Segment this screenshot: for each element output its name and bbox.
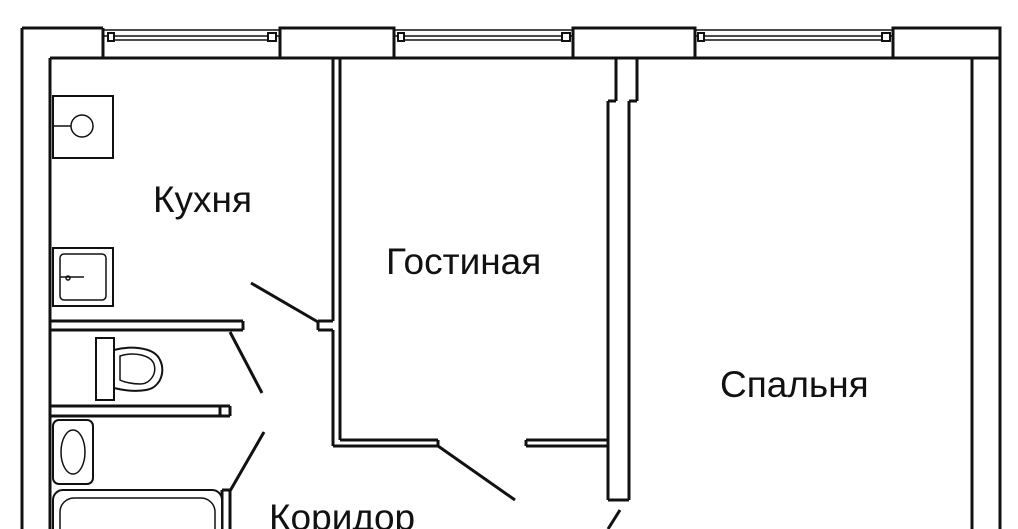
room-label-corridor: Коридор	[269, 497, 415, 529]
wall-piers	[101, 26, 1002, 60]
kitchen-sink-icon	[52, 247, 114, 307]
window-bedroom	[695, 29, 893, 42]
door-living-room	[437, 444, 516, 502]
door-bedroom	[606, 509, 622, 529]
window-kitchen	[103, 29, 280, 42]
room-label-kitchen: Кухня	[153, 179, 252, 220]
door-bathroom	[228, 431, 266, 492]
doors	[228, 281, 622, 529]
interior-walls	[50, 58, 639, 529]
washbasin-icon	[52, 419, 94, 485]
stove-icon	[52, 95, 114, 159]
room-label-living-room: Гостиная	[386, 241, 541, 282]
door-kitchen	[250, 281, 319, 324]
window-living-room	[394, 29, 573, 42]
door-toilet	[228, 331, 264, 394]
room-label-bedroom: Спальня	[720, 364, 869, 405]
bathtub-icon	[52, 489, 223, 529]
toilet-icon	[95, 337, 164, 401]
